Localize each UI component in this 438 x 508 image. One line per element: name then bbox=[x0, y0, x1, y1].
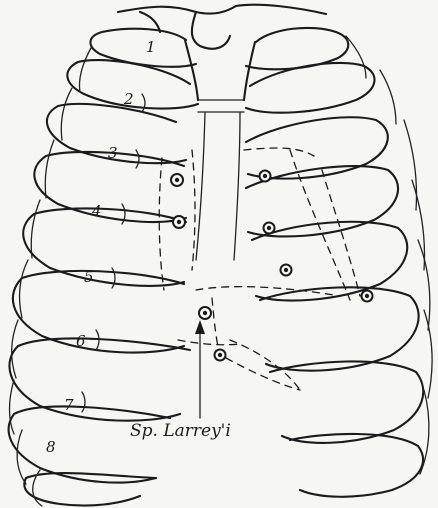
point-marker bbox=[260, 171, 271, 182]
rib-number-1: 1 bbox=[146, 38, 156, 56]
point-marker bbox=[281, 265, 292, 276]
point-marker bbox=[199, 307, 211, 319]
point-marker bbox=[215, 350, 226, 361]
point-marker bbox=[362, 291, 373, 302]
callout-label: Sp. Larrey'i bbox=[130, 421, 231, 441]
rib-number-3: 3 bbox=[108, 144, 118, 162]
point-marker bbox=[171, 174, 183, 186]
rib-number-5: 5 bbox=[84, 268, 94, 286]
rib-number-4: 4 bbox=[91, 202, 102, 220]
rib-number-6: 6 bbox=[76, 332, 86, 350]
rib-number-8: 8 bbox=[46, 438, 56, 456]
point-marker bbox=[264, 223, 275, 234]
rib-number-2: 2 bbox=[123, 90, 134, 108]
rib-number-7: 7 bbox=[64, 396, 74, 414]
point-marker bbox=[173, 216, 185, 228]
